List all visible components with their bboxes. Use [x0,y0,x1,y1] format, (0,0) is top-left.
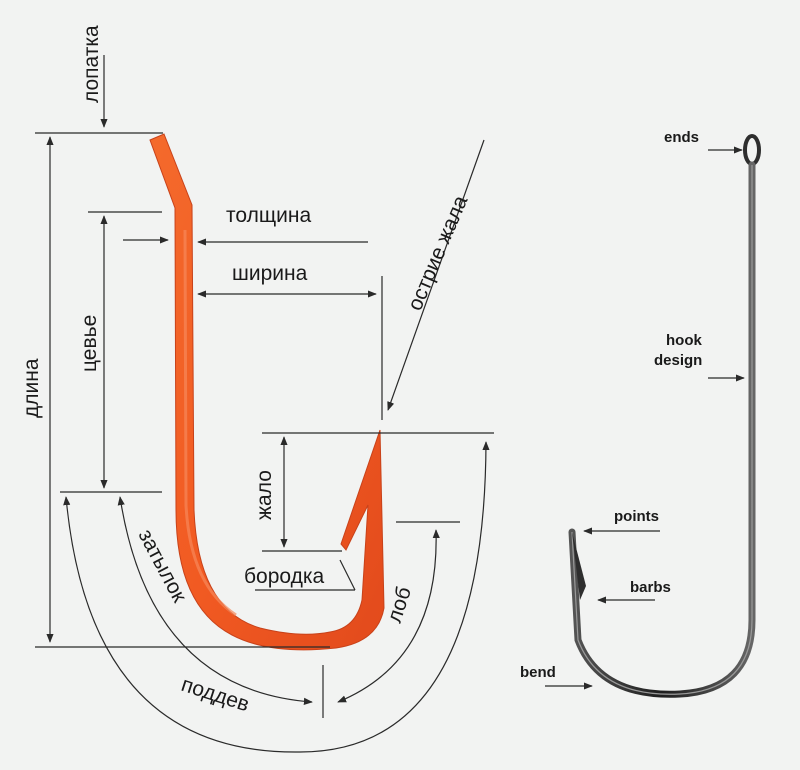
lob-arc [337,529,440,703]
ostrie-zhala-arrow [387,139,485,411]
label-dlina: длина [20,358,43,418]
steel-hook [568,134,761,698]
borodka-pointer [339,559,356,591]
label-hook: hook [666,332,702,349]
label-zhalo: жало [253,470,276,520]
label-borodka: бородка [244,565,325,588]
label-poddev: поддев [178,673,252,716]
label-barbs: barbs [630,579,671,596]
label-bend: bend [520,664,556,681]
label-tsevye: цевье [78,315,101,372]
hook-eye [743,134,761,166]
label-lopatka: лопатка [80,25,103,103]
steel-hook-body [568,161,756,698]
zatylok-arc [117,496,313,705]
poddev-arc [63,441,490,753]
steel-hook-barb [572,532,586,600]
label-ostrie-zhala: острие жала [403,192,472,314]
steel-hook-highlight [571,165,753,695]
label-tolshchina: толщина [226,204,311,227]
label-shirina: ширина [232,262,308,285]
label-design: design [654,352,702,369]
label-points: points [614,508,659,525]
label-ends: ends [664,129,699,146]
label-lob: лоб [383,584,416,626]
